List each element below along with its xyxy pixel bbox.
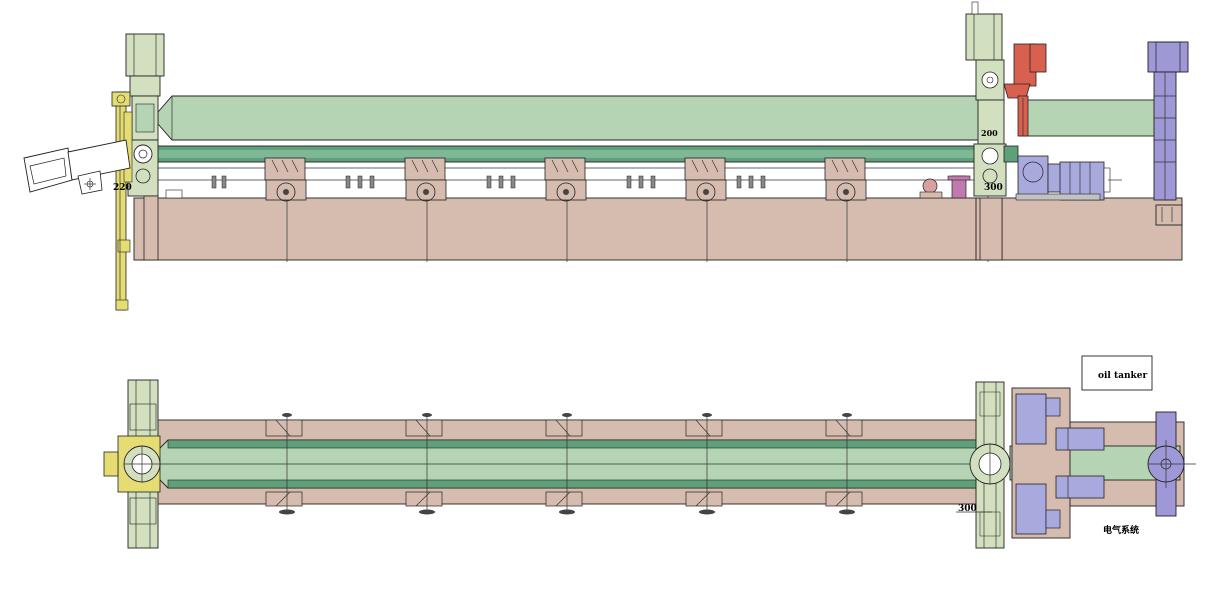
- dim-right-300: 300: [984, 183, 1003, 193]
- lubrication-pump: [919, 175, 971, 199]
- yellow-lever-arm: [111, 91, 133, 311]
- plan-left-assembly: [103, 379, 161, 549]
- support-station-5: [824, 157, 867, 202]
- left-gearbox: [125, 33, 165, 261]
- plan-view: 300 oil tanker 电气系统: [103, 355, 1196, 549]
- elevation-view: 220: [23, 1, 1189, 311]
- vertical-column: [1147, 41, 1189, 201]
- support-station-2: [404, 157, 447, 202]
- electrical-system-label: 电气系统: [1103, 524, 1139, 536]
- plan-station-2: [405, 413, 443, 515]
- red-drive-motor: [1003, 43, 1047, 137]
- dim-right-200: 200: [981, 128, 998, 138]
- shaft-couplings: [211, 175, 766, 189]
- plan-station-4: [685, 413, 723, 515]
- oil-tank-label-box: oil tanker: [1081, 355, 1153, 391]
- hydraulic-cylinder: [23, 139, 131, 195]
- right-gearbox: [965, 1, 1007, 261]
- base-right-foot: [1155, 204, 1183, 226]
- plan-station-1: [265, 413, 303, 515]
- plan-column: [1147, 411, 1196, 517]
- plan-station-5: [825, 413, 863, 515]
- plan-right-gearbox: [969, 381, 1011, 549]
- hydraulic-station: [1011, 387, 1105, 539]
- support-station-1: [264, 157, 307, 202]
- dim-bottom-300: 300: [958, 504, 977, 514]
- plan-station-3: [545, 413, 583, 515]
- oil-tank-label: oil tanker: [1098, 371, 1147, 381]
- support-station-3: [544, 157, 587, 202]
- roller-extension: [1019, 99, 1161, 137]
- upper-roller: [157, 95, 981, 141]
- base-frame: [139, 197, 1183, 261]
- support-station-4: [684, 157, 727, 202]
- dim-top-left: 220: [113, 183, 132, 193]
- main-drive-motor: [1003, 145, 1111, 201]
